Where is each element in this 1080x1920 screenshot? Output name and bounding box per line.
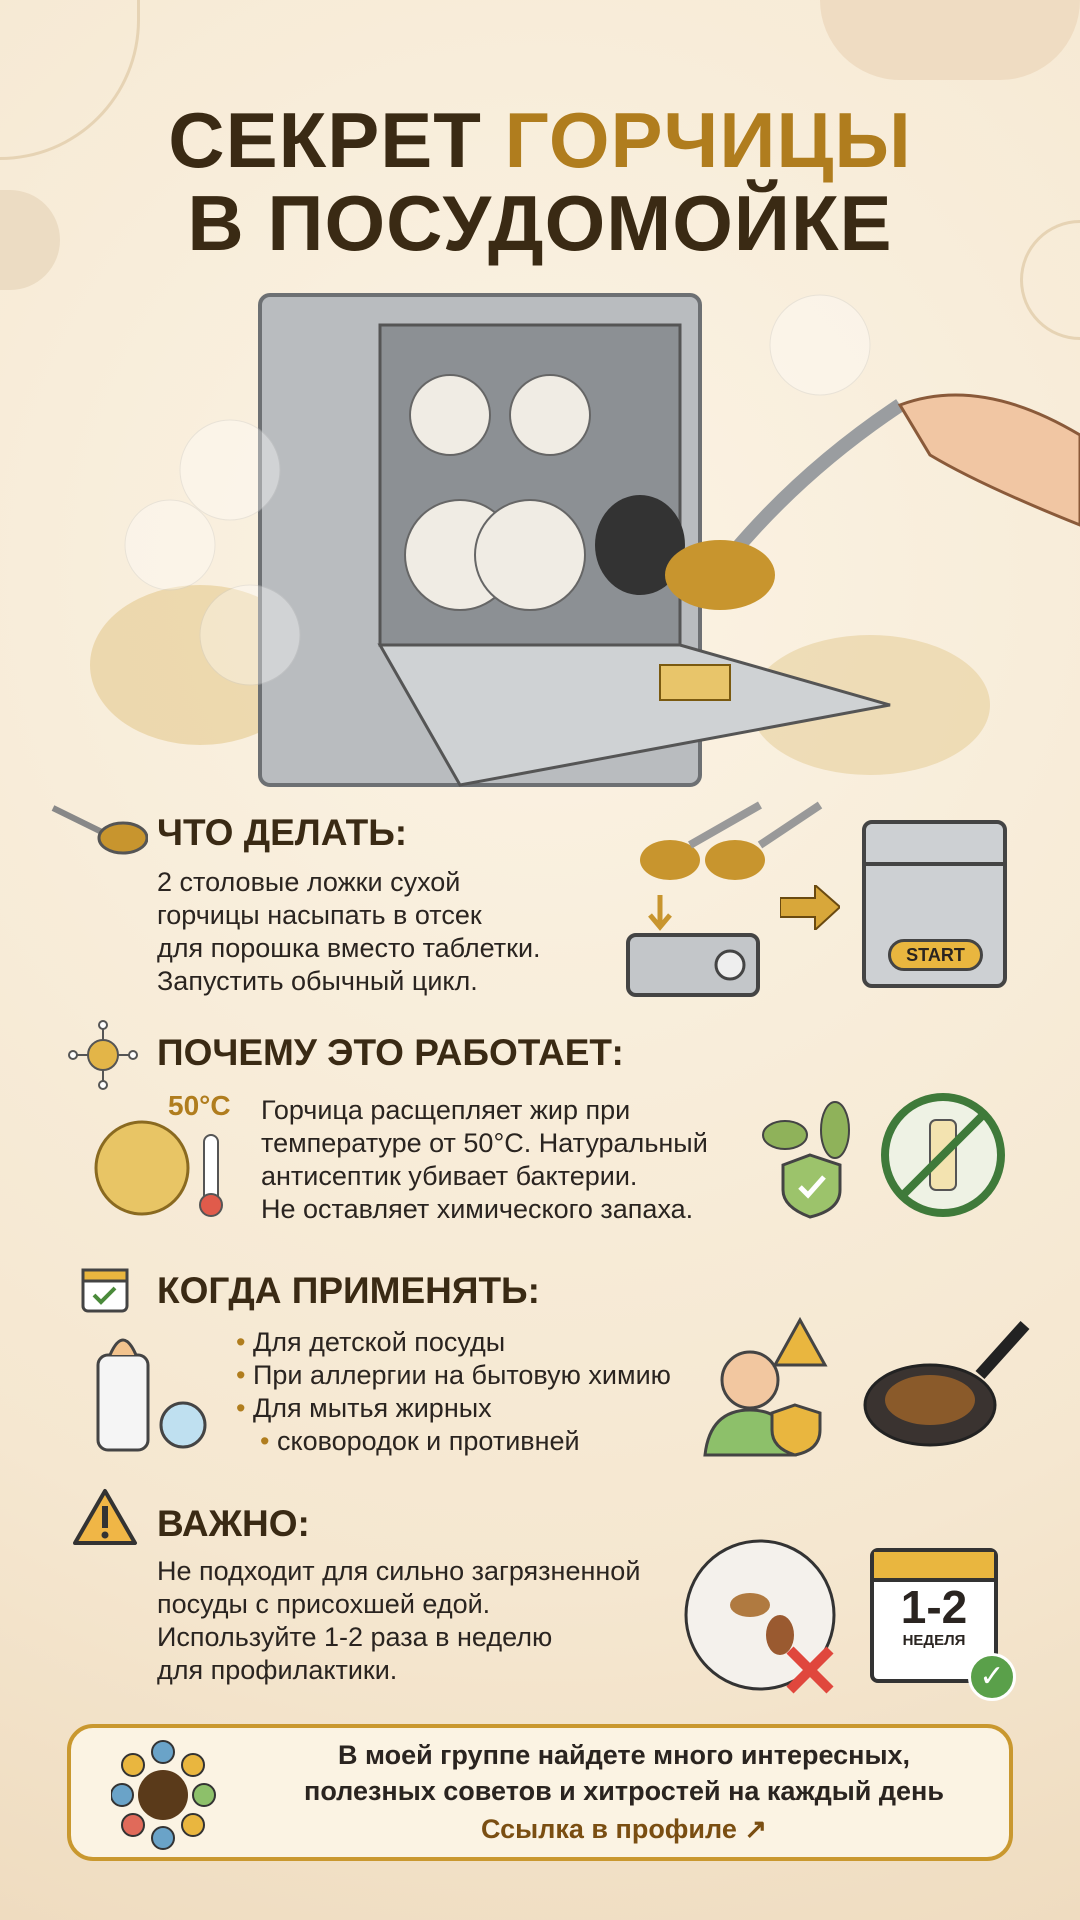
text-line: 2 столовые ложки сухой: [157, 867, 461, 897]
fat-thermometer-icon: [94, 1120, 223, 1217]
footer-text: В моей группе найдете много интересных,: [337, 1740, 911, 1770]
detergent-compartment-icon: [626, 801, 823, 997]
no-chemicals-icon: [881, 1093, 1005, 1217]
arrow-right-icon: [780, 885, 840, 930]
profile-link[interactable]: Ссылка в профиле ↗: [231, 1814, 1017, 1845]
dirty-plate-icon: [684, 1539, 836, 1694]
section-heading-important: ВАЖНО:: [157, 1503, 310, 1544]
text-line: горчицы насыпать в отсек: [157, 900, 482, 930]
allergy-person-icon: [703, 1316, 828, 1457]
community-group-icon: [111, 1740, 216, 1850]
bacteria-shield-icon: [762, 1101, 850, 1219]
text-line: посуды с присохшей едой.: [157, 1589, 491, 1619]
text-line: Используйте 1-2 раза в неделю: [157, 1622, 553, 1652]
start-label: START: [888, 939, 983, 971]
external-link-icon: ↗: [744, 1814, 767, 1844]
title-word-accent: ГОРЧИЦЫ: [504, 96, 912, 184]
text-line: для порошка вместо таблетки.: [157, 933, 541, 963]
list-item-continuation: сковородок и противней: [236, 1425, 671, 1458]
text-line: Не подходит для сильно загрязненной: [157, 1556, 641, 1586]
section-heading-why: ПОЧЕМУ ЭТО РАБОТАЕТ:: [157, 1032, 624, 1073]
dishwasher-illustration: [90, 293, 1080, 787]
calendar-check-icon: [81, 1268, 129, 1313]
calendar-label: НЕДЕЛЯ: [902, 1632, 966, 1649]
footer-banner[interactable]: В моей группе найдете много интересных, …: [67, 1724, 1013, 1861]
footer-text: полезных советов и хитростей на каждый д…: [304, 1776, 944, 1806]
dishwasher-start-icon: START: [862, 820, 1007, 988]
list-item: Для детской посуды: [236, 1326, 671, 1359]
text-line: Запустить обычный цикл.: [157, 966, 478, 996]
list-item: Для мытья жирных: [236, 1392, 671, 1425]
text-line: антисептик убивает бактерии.: [261, 1161, 638, 1191]
when-list: Для детской посудыПри аллергии на бытову…: [236, 1326, 671, 1458]
profile-link-label[interactable]: Ссылка в профиле: [481, 1814, 737, 1844]
text-line: для профилактики.: [157, 1655, 398, 1685]
check-badge-icon: ✓: [968, 1653, 1016, 1701]
molecule-icon: [68, 1020, 138, 1090]
calendar-icon: 1-2 НЕДЕЛЯ ✓: [870, 1548, 1016, 1701]
section-heading-when: КОГДА ПРИМЕНЯТЬ:: [157, 1270, 540, 1311]
temperature-label: 50°C: [168, 1090, 231, 1121]
section-heading-what: ЧТО ДЕЛАТЬ:: [157, 812, 408, 853]
warning-icon: [73, 1489, 137, 1545]
baby-bottle-pacifier-icon: [96, 1338, 207, 1452]
greasy-pan-icon: [863, 1320, 1030, 1447]
spoon-icon: [51, 805, 148, 855]
title-line-2: В ПОСУДОМОЙКЕ: [187, 179, 893, 267]
calendar-number: 1-2: [900, 1581, 968, 1633]
text-line: Горчица расщепляет жир при: [261, 1095, 631, 1125]
title-line-1: СЕКРЕТ ГОРЧИЦЫ: [0, 95, 1080, 186]
list-item: При аллергии на бытовую химию: [236, 1359, 671, 1392]
text-line: Не оставляет химического запаха.: [261, 1194, 694, 1224]
title-word: СЕКРЕТ: [168, 96, 482, 184]
decor-circle: [820, 0, 1080, 80]
text-line: температуре от 50°C. Натуральный: [261, 1128, 708, 1158]
